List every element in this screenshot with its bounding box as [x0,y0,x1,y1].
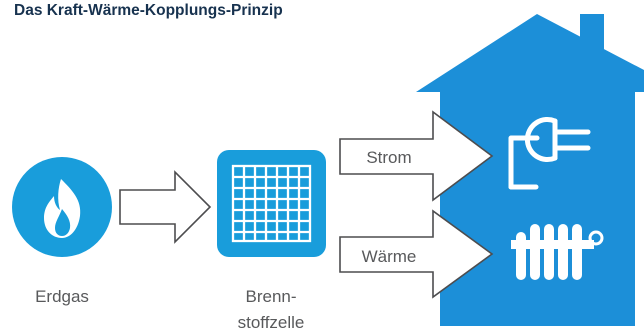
fuel-cell-label-line1: Brenn- [245,287,296,306]
output-label-strom: Strom [366,148,411,167]
fuel-cell-label-line2: stoffzelle [238,313,305,332]
arrow-strom [339,110,494,202]
fuel-cell-grid-icon [231,164,312,243]
arrow-gas-to-fuel-cell [119,170,212,244]
output-label-waerme: Wärme [362,247,417,266]
diagram-title: Das Kraft-Wärme-Kopplungs-Prinzip [14,2,283,19]
flame-icon [44,179,81,238]
arrow-waerme [339,209,494,299]
gas-source-node [12,157,112,257]
power-plug-icon [508,117,591,190]
radiator-icon [511,224,604,280]
fuel-cell-node [217,150,326,257]
gas-label: Erdgas [35,287,89,306]
